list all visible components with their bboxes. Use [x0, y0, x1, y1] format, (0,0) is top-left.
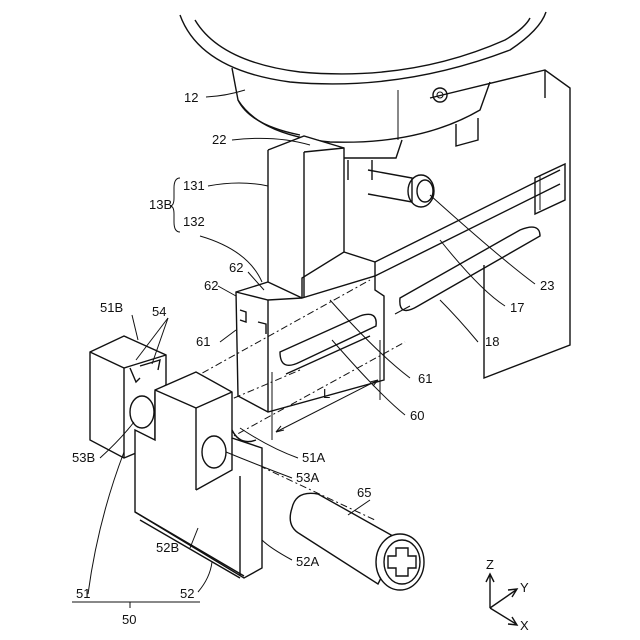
axis-y-label: Y [520, 580, 529, 595]
label-53A: 53A [296, 470, 319, 485]
label-62-lower: 62 [204, 278, 218, 293]
label-51A: 51A [302, 450, 325, 465]
label-65: 65 [357, 485, 371, 500]
label-51: 51 [76, 586, 90, 601]
pin-23 [368, 170, 434, 207]
label-54: 54 [152, 304, 166, 319]
plate-17 [375, 70, 570, 378]
label-61-right: 61 [418, 371, 432, 386]
label-12: 12 [184, 90, 198, 105]
label-22: 22 [212, 132, 226, 147]
label-18: 18 [485, 334, 499, 349]
rotating-body-12 [180, 12, 546, 142]
axis-x-label: X [520, 618, 529, 633]
label-50: 50 [122, 612, 136, 627]
label-52A: 52A [296, 554, 319, 569]
label-61-left: 61 [196, 334, 210, 349]
label-131: 131 [183, 178, 205, 193]
axis-indicator [486, 574, 517, 625]
label-53B: 53B [72, 450, 95, 465]
label-51B: 51B [100, 300, 123, 315]
label-52B: 52B [156, 540, 179, 555]
label-132: 132 [183, 214, 205, 229]
block-13B [268, 136, 375, 300]
block-61 [236, 276, 384, 440]
label-17: 17 [510, 300, 524, 315]
label-62-upper: 62 [229, 260, 243, 275]
screw-65 [290, 493, 424, 590]
axis-z-label: Z [486, 557, 494, 572]
label-52: 52 [180, 586, 194, 601]
label-60: 60 [410, 408, 424, 423]
label-L: L [323, 386, 330, 401]
label-23: 23 [540, 278, 554, 293]
label-13B: 13B [149, 197, 172, 212]
